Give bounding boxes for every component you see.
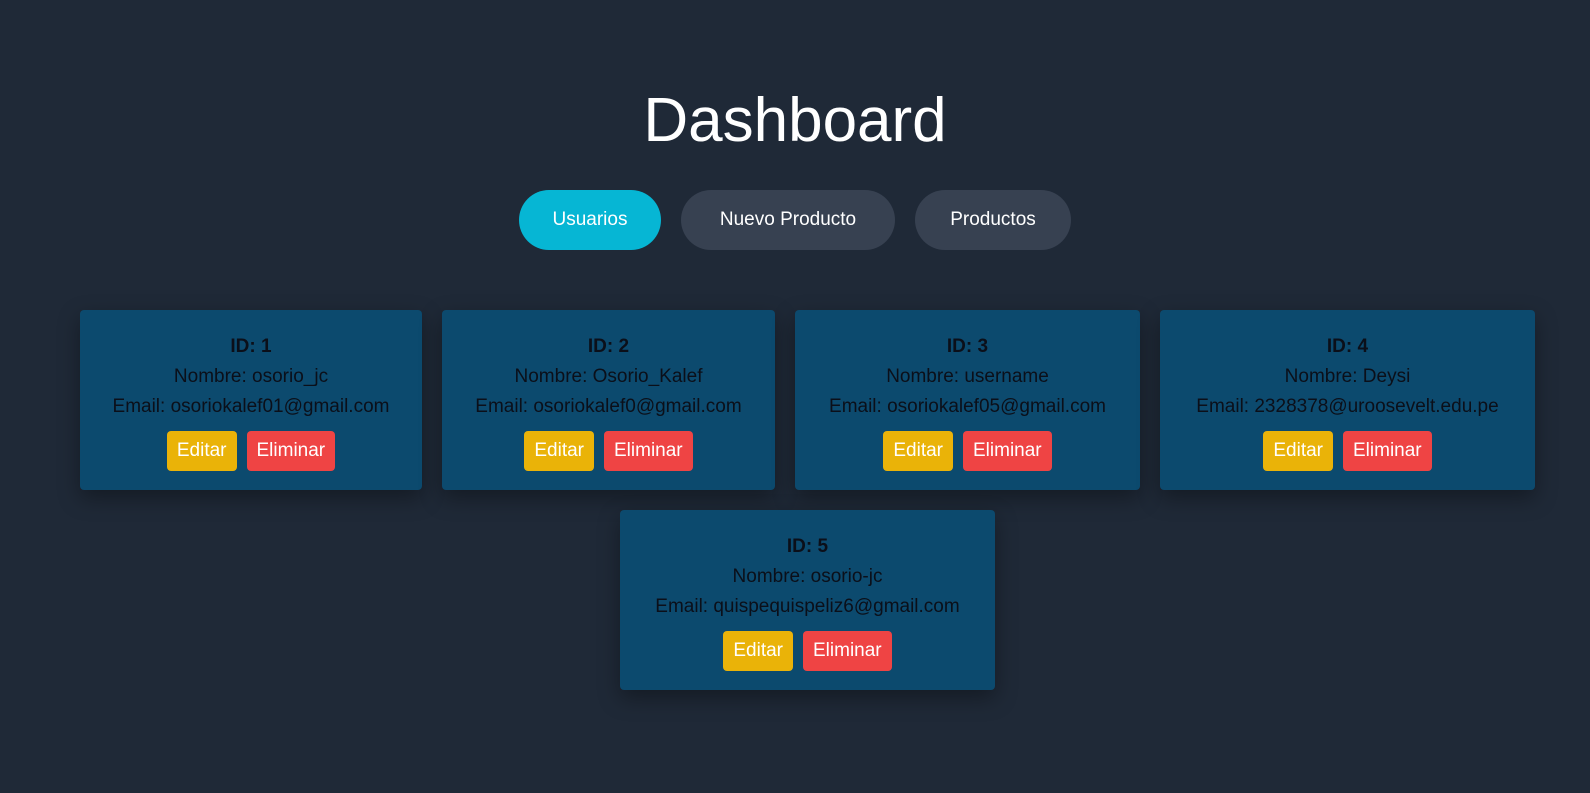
user-name: Nombre: osorio_jc (173, 366, 329, 387)
tab-productos[interactable]: Productos (915, 190, 1071, 250)
edit-button[interactable]: Editar (723, 631, 793, 671)
user-id: ID: 1 (230, 336, 272, 357)
card-actions: Editar Eliminar (620, 631, 995, 671)
edit-button[interactable]: Editar (883, 431, 953, 471)
user-card: ID: 2 Nombre: Osorio_Kalef Email: osorio… (442, 310, 775, 490)
user-id: ID: 5 (786, 536, 829, 557)
user-card: ID: 3 Nombre: username Email: osoriokale… (795, 310, 1140, 490)
user-email: Email: osoriokalef0@gmail.com (475, 396, 742, 417)
card-actions: Editar Eliminar (1160, 431, 1535, 471)
edit-button[interactable]: Editar (1263, 431, 1333, 471)
nav-bar: Usuarios Nuevo Producto Productos (0, 190, 1590, 250)
user-name: Nombre: osorio-jc (732, 566, 883, 587)
delete-button[interactable]: Eliminar (803, 631, 892, 671)
tab-usuarios[interactable]: Usuarios (519, 190, 661, 250)
delete-button[interactable]: Eliminar (246, 431, 336, 471)
user-name: Nombre: Deysi (1284, 366, 1411, 387)
card-actions: Editar Eliminar (80, 431, 422, 471)
edit-button[interactable]: Editar (166, 431, 237, 471)
delete-button[interactable]: Eliminar (1343, 431, 1432, 471)
user-email: Email: osoriokalef01@gmail.com (112, 396, 390, 417)
edit-button[interactable]: Editar (524, 431, 594, 471)
user-id: ID: 3 (946, 336, 989, 357)
user-id: ID: 4 (1326, 336, 1369, 357)
user-email: Email: 2328378@uroosevelt.edu.pe (1196, 396, 1499, 417)
user-card: ID: 5 Nombre: osorio-jc Email: quispequi… (620, 510, 995, 690)
user-name: Nombre: username (886, 366, 1049, 387)
delete-button[interactable]: Eliminar (963, 431, 1052, 471)
card-actions: Editar Eliminar (795, 431, 1140, 471)
user-email: Email: quispequispeliz6@gmail.com (655, 596, 960, 617)
user-name: Nombre: Osorio_Kalef (514, 366, 703, 387)
user-card: ID: 4 Nombre: Deysi Email: 2328378@uroos… (1160, 310, 1535, 490)
user-id: ID: 2 (587, 336, 630, 357)
delete-button[interactable]: Eliminar (604, 431, 693, 471)
user-card: ID: 1 Nombre: osorio_jc Email: osoriokal… (80, 310, 422, 490)
user-email: Email: osoriokalef05@gmail.com (829, 396, 1106, 417)
tab-nuevo-producto[interactable]: Nuevo Producto (681, 190, 895, 250)
card-actions: Editar Eliminar (442, 431, 775, 471)
page-title: Dashboard (643, 86, 947, 155)
